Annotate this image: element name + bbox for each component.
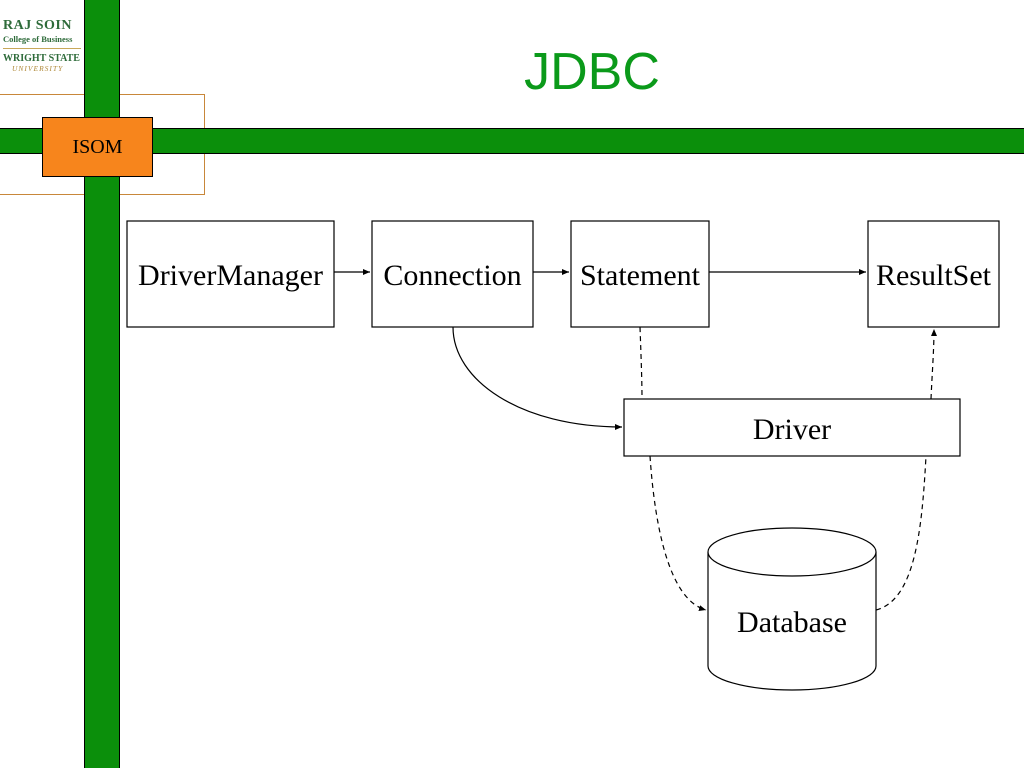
logo-divider: [3, 48, 81, 49]
node-statement: Statement: [570, 220, 710, 328]
node-driver-label: Driver: [753, 413, 831, 446]
horizontal-green-bar-right: [153, 128, 1024, 154]
isom-badge-label: ISOM: [72, 135, 123, 158]
horizontal-green-bar-left: [0, 128, 42, 154]
node-result-set: ResultSet: [867, 220, 1000, 328]
logo-line-3: WRIGHT STATE: [3, 53, 80, 64]
logo-line-1: RAJ SOIN: [3, 18, 72, 33]
raj-soin-logo: RAJ SOIN College of Business WRIGHT STAT…: [0, 18, 84, 74]
dashed-statement-to-driver: [639, 326, 643, 400]
slide-title: JDBC: [524, 43, 660, 101]
node-statement-label: Statement: [580, 259, 701, 292]
dashed-driver-to-database: [649, 455, 707, 612]
node-driver-manager: DriverManager: [126, 220, 335, 328]
dashed-driver-to-resultset: [930, 328, 937, 400]
node-connection-label: Connection: [383, 259, 521, 292]
arrow-connection-to-driver: [452, 326, 623, 430]
node-database-label: Database: [737, 606, 847, 639]
node-connection: Connection: [371, 220, 534, 328]
node-driver: Driver: [623, 398, 961, 457]
isom-badge: ISOM: [42, 117, 153, 177]
node-result-set-label: ResultSet: [876, 259, 992, 292]
node-driver-manager-label: DriverManager: [138, 259, 323, 292]
node-database: Database: [707, 527, 877, 691]
logo-line-2: College of Business: [3, 34, 73, 44]
logo-line-4: UNIVERSITY: [12, 64, 64, 73]
dashed-database-to-driver: [875, 455, 927, 611]
